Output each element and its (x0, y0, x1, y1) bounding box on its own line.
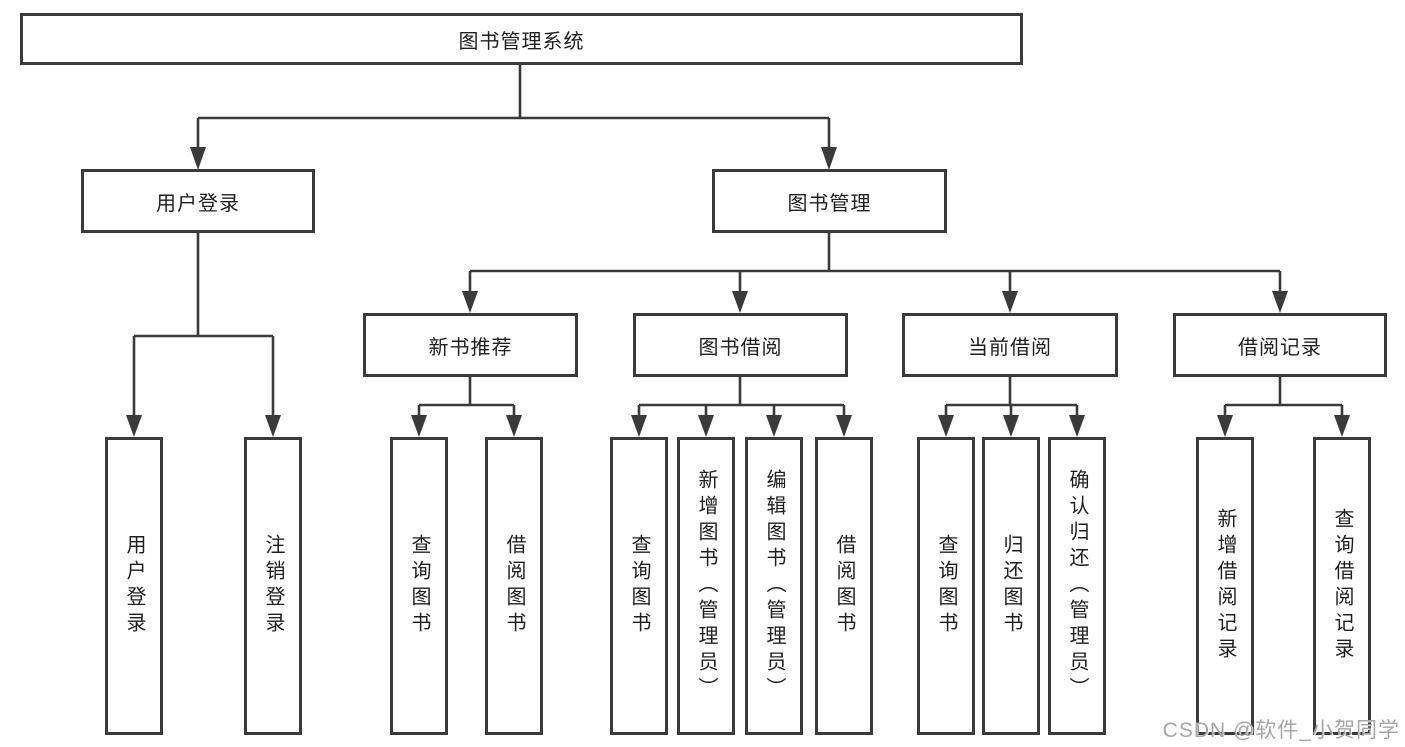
leaf-edit-book-admin: 编辑图书（管理员） (745, 437, 803, 735)
node-current-borrow: 当前借阅 (902, 313, 1118, 377)
node-new-book-recommend: 新书推荐 (363, 313, 578, 377)
leaf-return-book: 归还图书 (982, 437, 1040, 735)
leaf-current-query-book: 查询图书 (917, 437, 975, 735)
node-root-library-system: 图书管理系统 (20, 13, 1023, 65)
leaf-recommend-query-book: 查询图书 (390, 437, 448, 735)
node-user-login: 用户登录 (81, 169, 315, 233)
leaf-logout: 注销登录 (244, 437, 302, 735)
leaf-borrow-book: 借阅图书 (815, 437, 873, 735)
leaf-confirm-return-admin: 确认归还（管理员） (1048, 437, 1106, 735)
leaf-query-borrow-record: 查询借阅记录 (1313, 437, 1371, 735)
leaf-user-login: 用户登录 (105, 437, 163, 735)
node-borrow-records: 借阅记录 (1173, 313, 1387, 377)
leaf-add-borrow-record: 新增借阅记录 (1196, 437, 1254, 735)
csdn-watermark: CSDN @软件_小贺同学 (1162, 719, 1400, 742)
leaf-add-book-admin: 新增图书（管理员） (677, 437, 735, 735)
node-book-borrow: 图书借阅 (633, 313, 848, 377)
node-book-management: 图书管理 (712, 169, 947, 233)
leaf-recommend-borrow-book: 借阅图书 (485, 437, 543, 735)
leaf-borrow-query-book: 查询图书 (610, 437, 668, 735)
